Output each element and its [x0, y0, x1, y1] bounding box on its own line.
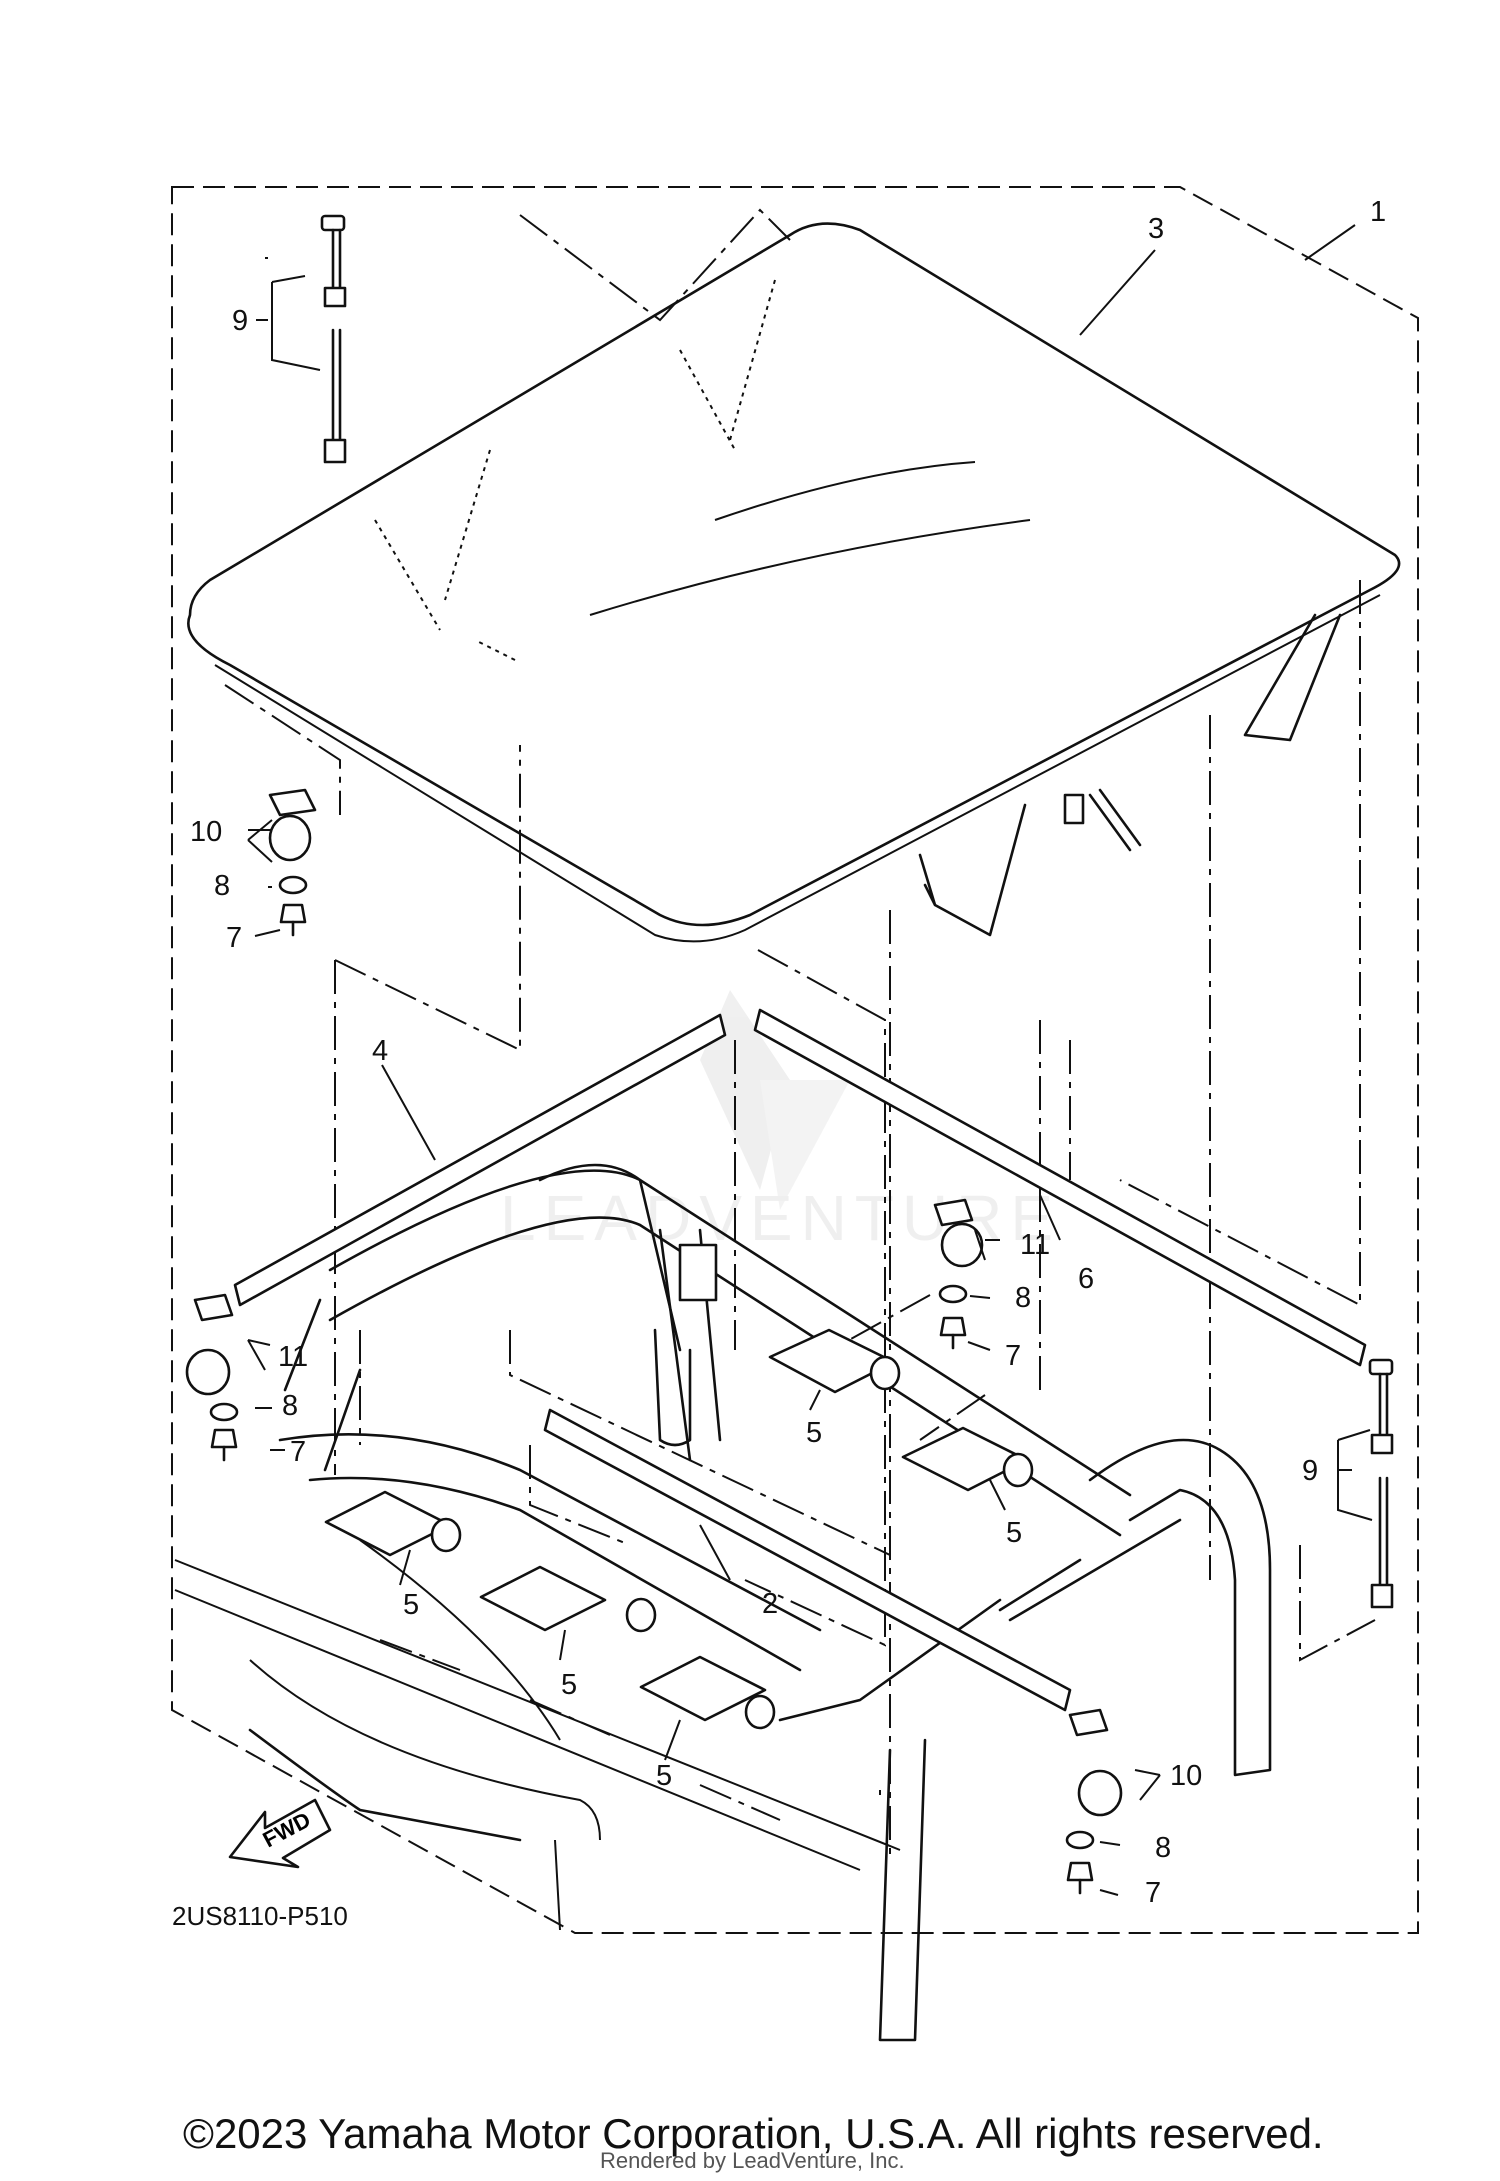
side-rail-4	[233, 1013, 727, 1307]
callout-8d: 8	[1155, 1832, 1171, 1864]
callout-5a: 5	[403, 1589, 419, 1621]
callout-7b: 7	[290, 1436, 306, 1468]
callout-2: 2	[762, 1588, 778, 1620]
callout-5c: 5	[656, 1760, 672, 1792]
assembly-leader-lines	[224, 208, 1376, 1855]
clamp-11-center	[933, 1198, 984, 1268]
callout-8c: 8	[1015, 1282, 1031, 1314]
callout-7d: 7	[1145, 1877, 1161, 1909]
roof-struts	[918, 613, 1342, 937]
roof-panel	[187, 222, 1401, 943]
callout-5d: 5	[806, 1417, 822, 1449]
callout-3: 3	[1148, 213, 1164, 245]
callout-10b: 10	[1170, 1760, 1202, 1792]
strap-left	[320, 214, 347, 464]
strap-right	[1368, 1358, 1394, 1609]
side-rail-6	[753, 1008, 1367, 1367]
callout-leaders	[247, 224, 1373, 1896]
callout-11b: 11	[1020, 1229, 1050, 1261]
callout-11a: 11	[278, 1341, 308, 1373]
clamp-10-top	[268, 788, 317, 862]
copyright-text: ©2023 Yamaha Motor Corporation, U.S.A. A…	[183, 2110, 1324, 2157]
callout-8b: 8	[282, 1390, 298, 1422]
hardware-left-top	[278, 875, 308, 937]
callout-8a: 8	[214, 870, 230, 902]
rendered-by-text: Rendered by LeadVenture, Inc.	[600, 2148, 905, 2173]
callout-7a: 7	[226, 922, 242, 954]
callout-1: 1	[1370, 196, 1386, 228]
assembly-boundary	[171, 186, 1419, 1934]
callout-9b: 9	[1302, 1455, 1318, 1487]
cab-frame-outline	[174, 1539, 901, 1931]
hardware-right-bottom	[1065, 1830, 1095, 1895]
tape-pads	[324, 1328, 1034, 1730]
hardware-center	[938, 1284, 968, 1350]
callout-4: 4	[372, 1035, 388, 1067]
center-post	[653, 1243, 718, 1447]
callout-5e: 5	[1006, 1517, 1022, 1549]
fwd-arrow: FWD	[228, 1798, 332, 1869]
callout-10a: 10	[190, 816, 222, 848]
callout-7c: 7	[1005, 1340, 1021, 1372]
clamp-10-bottom	[1068, 1708, 1123, 1817]
callout-6: 6	[1078, 1263, 1094, 1295]
callout-5b: 5	[561, 1669, 577, 1701]
diagram-code: 2US8110-P510	[172, 1901, 348, 1931]
center-rail-2	[543, 1408, 1072, 1712]
hardware-left-bottom	[209, 1402, 239, 1462]
clamp-11-left	[185, 1293, 234, 1396]
callout-9a: 9	[232, 305, 248, 337]
